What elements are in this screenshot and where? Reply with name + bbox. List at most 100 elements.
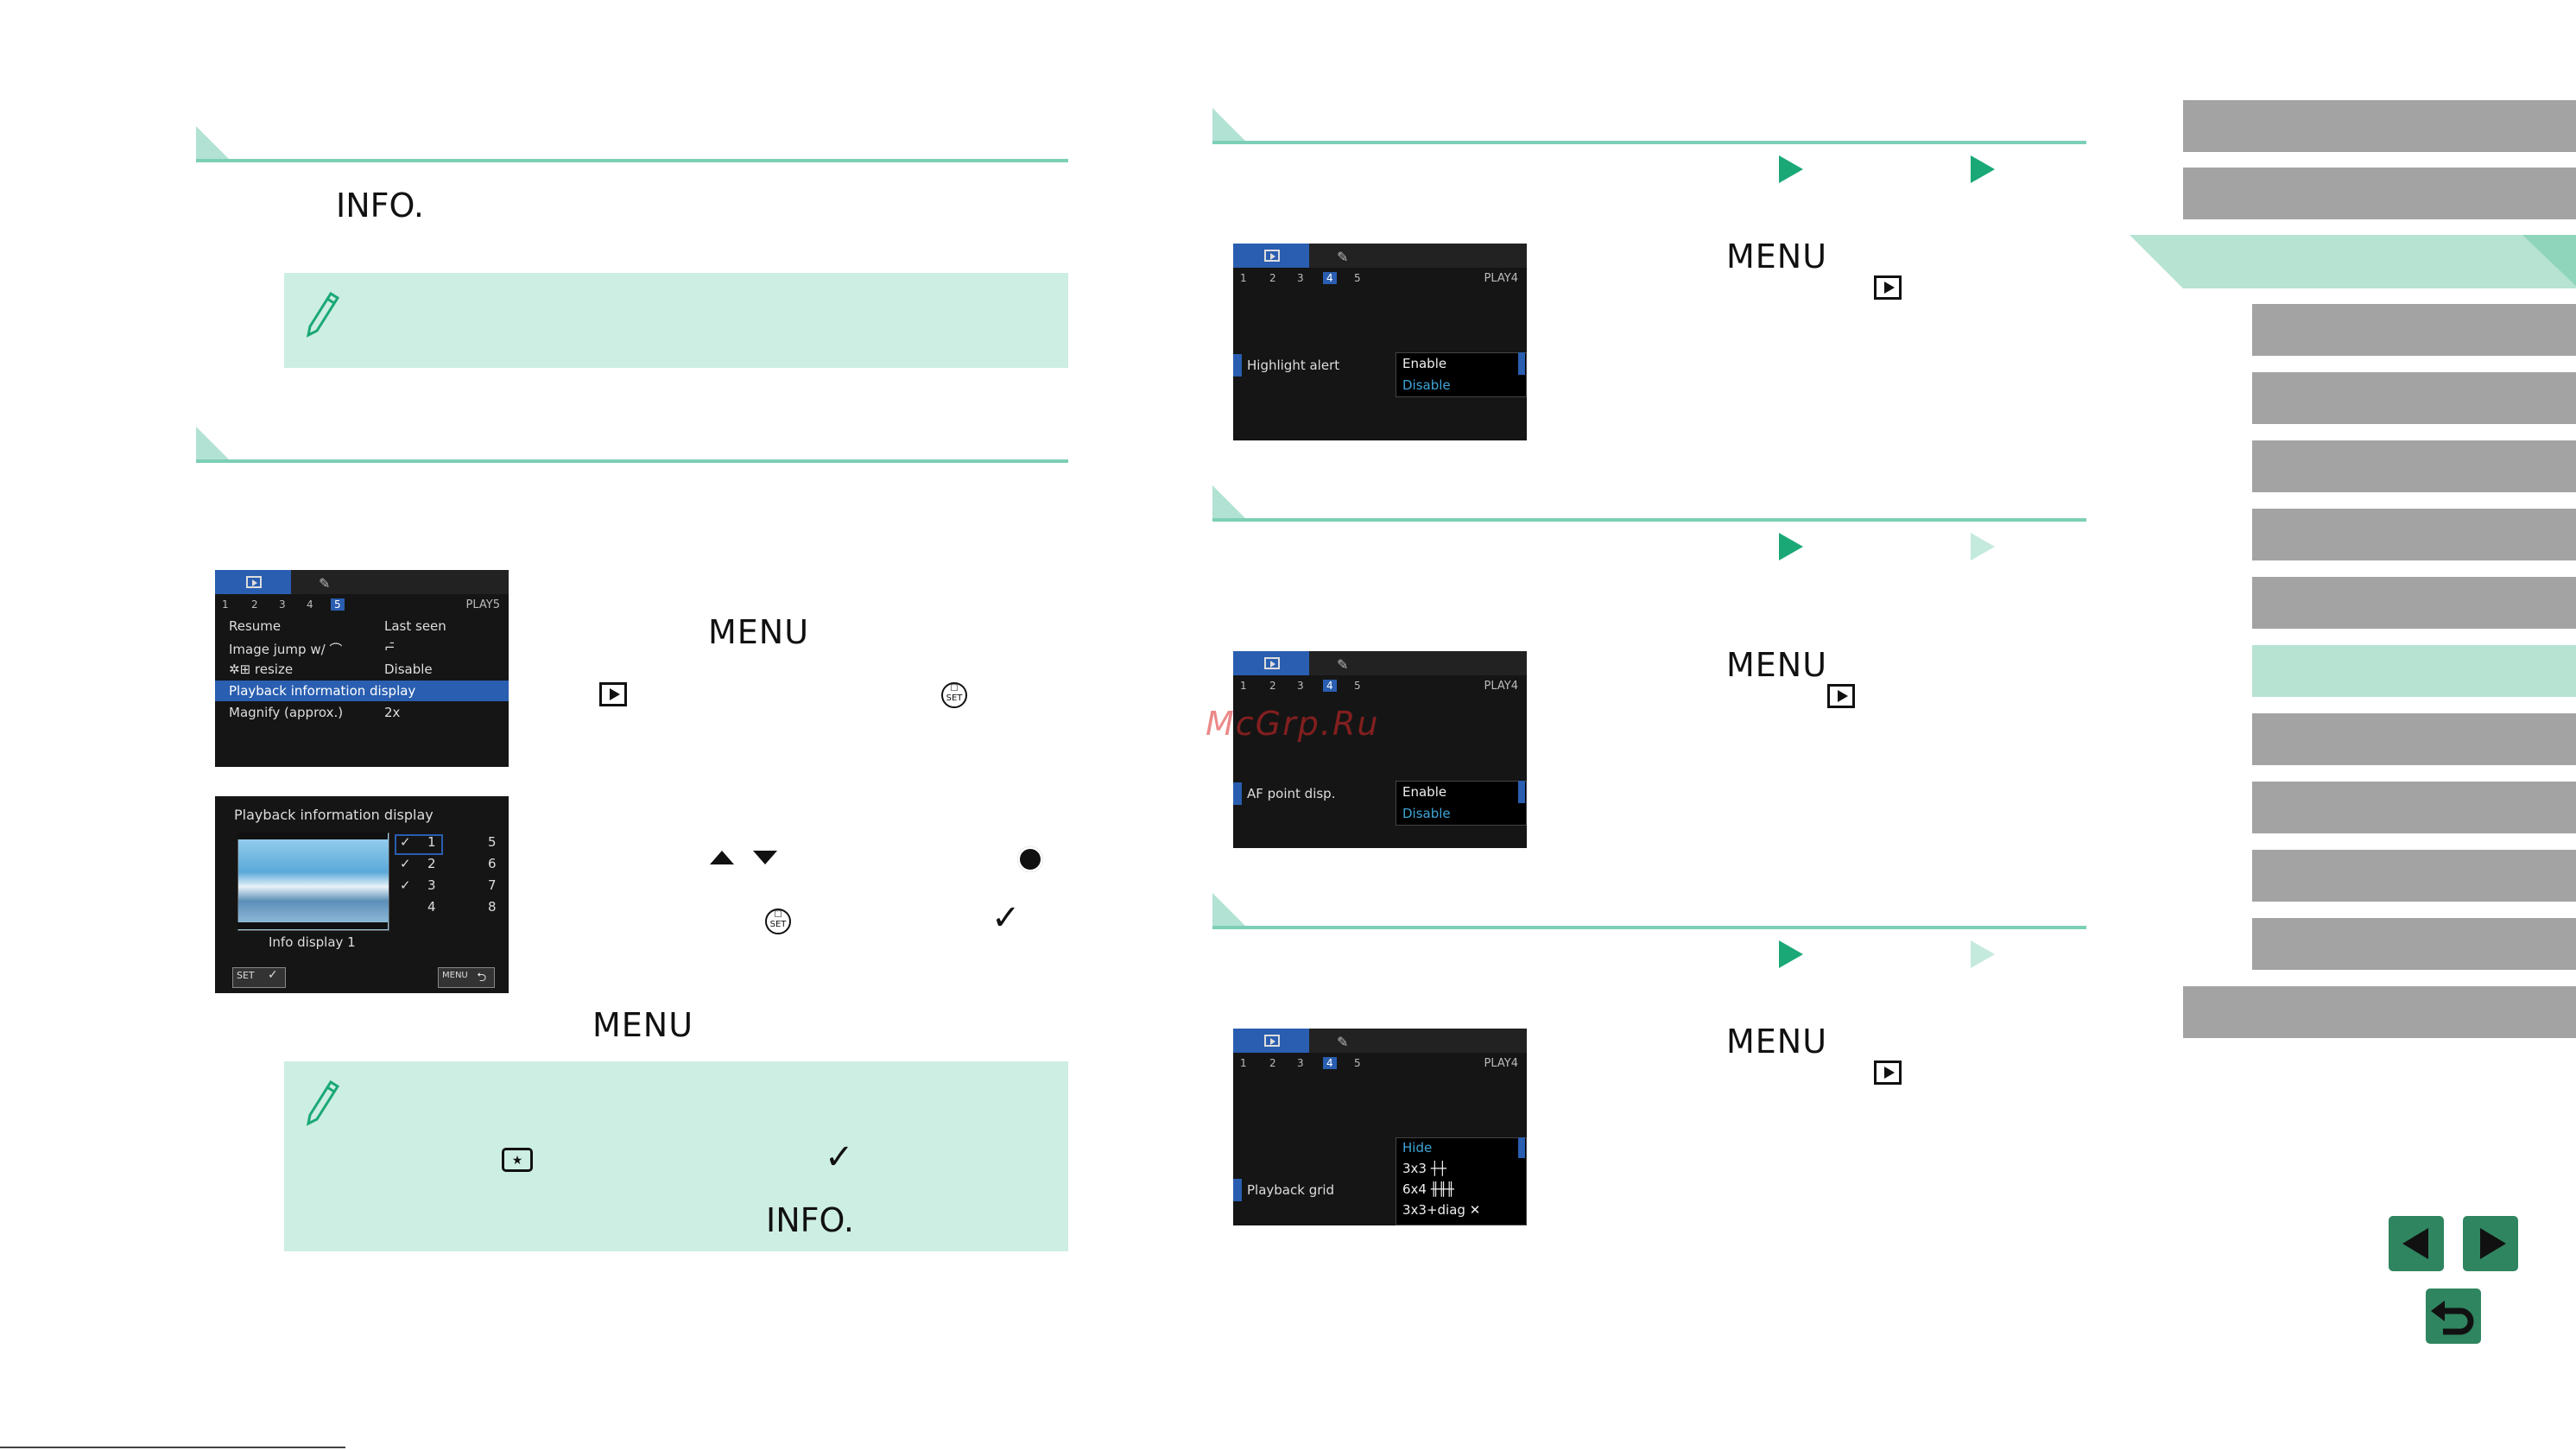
menu-badge-label: MENU	[442, 971, 468, 980]
control-dial-icon	[1017, 846, 1043, 872]
option-disable: Disable	[1402, 377, 1451, 393]
screen-tab-bar: ✎	[1233, 651, 1527, 675]
nav-tab-2[interactable]	[2183, 168, 2576, 219]
camera-screen-info-display: Playback information display ✓ 1 ✓ 2 ✓ 3…	[215, 796, 509, 993]
option-disable: Disable	[1402, 806, 1451, 821]
check-number: 2	[427, 856, 436, 871]
playback-tab-icon	[1874, 1061, 1902, 1085]
availability-arrow-icon	[1971, 155, 1995, 183]
section-marker	[196, 427, 232, 463]
down-arrow-icon	[753, 851, 777, 864]
check-number: 4	[427, 899, 436, 915]
check-number: 3	[427, 877, 436, 893]
prev-page-button[interactable]	[2389, 1216, 2444, 1271]
availability-arrow-icon	[1779, 940, 1803, 968]
wrench-icon: ✎	[1337, 1034, 1349, 1050]
option-enable: Enable	[1402, 784, 1447, 800]
nav-subtab-1[interactable]	[2252, 304, 2576, 356]
option-3x3: 3x3 ┼┼	[1402, 1161, 1446, 1176]
screen-page-numbers: 1 2 3 4 5 PLAY5	[215, 596, 509, 615]
nav-tab-1[interactable]	[2183, 100, 2576, 152]
nav-subtab-5[interactable]	[2252, 577, 2576, 629]
row-highlight	[1233, 354, 1242, 377]
nav-subtab-9[interactable]	[2252, 850, 2576, 902]
screen-page-label: PLAY4	[1484, 680, 1518, 693]
return-icon: ⮌	[477, 971, 487, 985]
playback-tab-icon	[599, 682, 627, 706]
row-highlight	[1233, 1179, 1242, 1201]
arrow-left-icon	[2402, 1228, 2428, 1259]
menu-row-value: 2x	[384, 705, 401, 720]
section-marker	[1212, 485, 1249, 522]
func-set-icon: ☐SET	[941, 682, 967, 708]
return-icon	[2431, 1301, 2474, 1335]
option-3x3-diag: 3x3+diag ✕	[1402, 1202, 1481, 1218]
section-divider	[1212, 518, 2086, 522]
nav-subtab-6-active[interactable]	[2252, 645, 2576, 697]
menu-row-value: ⌐̄	[384, 640, 396, 655]
note-box	[284, 273, 1068, 368]
menu-button-label: MENU	[592, 1006, 694, 1044]
page-num: 1	[1240, 272, 1247, 284]
check-number: 7	[488, 877, 497, 893]
option-highlight	[1518, 1137, 1525, 1158]
camera-screen-playback-grid: ✎ 1 2 3 4 5 PLAY4 Hide 3x3 ┼┼ 6x4 ╫╫╫ 3x…	[1233, 1029, 1527, 1225]
info-button-label: INFO.	[336, 187, 424, 225]
option-highlight	[1518, 781, 1525, 803]
up-arrow-icon	[710, 851, 734, 864]
playback-tab-icon	[1827, 684, 1855, 708]
menu-row-value: Last seen	[384, 618, 446, 634]
check-number: 8	[488, 899, 497, 915]
menu-button-label: MENU	[1726, 646, 1828, 684]
return-button[interactable]	[2426, 1289, 2481, 1344]
nav-subtab-2[interactable]	[2252, 372, 2576, 424]
preview-image	[237, 833, 389, 931]
preview-info-bar	[237, 922, 388, 929]
nav-subtab-7[interactable]	[2252, 713, 2576, 765]
set-check-badge: SET ✓	[232, 967, 286, 988]
screen-tab-bar: ✎	[1233, 244, 1527, 268]
menu-button-label: MENU	[1726, 237, 1828, 275]
wrench-icon: ✎	[1337, 249, 1349, 265]
check-mark: ✓	[400, 877, 411, 893]
availability-arrow-icon	[1971, 533, 1995, 560]
page-num: 3	[279, 598, 286, 611]
page-num: 1	[222, 598, 229, 611]
page-num: 5	[1354, 680, 1361, 692]
set-badge-label: SET	[237, 970, 255, 981]
nav-tab-active-chapter[interactable]	[2130, 235, 2576, 288]
nav-subtab-10[interactable]	[2252, 918, 2576, 970]
nav-tab-index[interactable]	[2183, 986, 2576, 1038]
screen-page-numbers: 1 2 3 4 5 PLAY4	[1233, 1054, 1527, 1073]
page-num: 3	[1297, 1057, 1304, 1069]
wrench-icon: ✎	[319, 575, 331, 592]
next-page-button[interactable]	[2463, 1216, 2518, 1271]
check-selected-border	[395, 834, 443, 855]
preview-info-bar	[237, 833, 388, 839]
menu-row-label: Playback grid	[1247, 1182, 1335, 1198]
option-list	[1396, 1137, 1527, 1225]
nav-subtab-4[interactable]	[2252, 509, 2576, 560]
note-box: ★ ✓ INFO.	[284, 1061, 1068, 1251]
playback-tab	[215, 570, 291, 594]
menu-row-label: Highlight alert	[1247, 358, 1340, 373]
func-set-icon: ☐SET	[765, 909, 791, 934]
menu-row-label: Resume	[229, 618, 282, 634]
page-num: 5	[1354, 1057, 1361, 1069]
menu-button-label: MENU	[1726, 1023, 1828, 1061]
option-enable: Enable	[1402, 356, 1447, 371]
nav-subtab-8[interactable]	[2252, 782, 2576, 833]
playback-icon	[246, 576, 262, 588]
screen-page-label: PLAY4	[1484, 1057, 1518, 1070]
nav-subtab-3[interactable]	[2252, 440, 2576, 492]
screen-page-numbers: 1 2 3 4 5 PLAY4	[1233, 269, 1527, 288]
section-marker	[196, 126, 232, 162]
camera-star-icon: ★	[502, 1148, 533, 1172]
playback-icon	[1264, 250, 1280, 262]
page-num: 1	[1240, 1057, 1247, 1069]
playback-icon	[1264, 657, 1280, 669]
row-highlight	[215, 681, 509, 701]
screen-tab-bar: ✎	[215, 570, 509, 594]
menu-row-label: Magnify (approx.)	[229, 705, 344, 720]
section-marker	[1212, 893, 1249, 929]
